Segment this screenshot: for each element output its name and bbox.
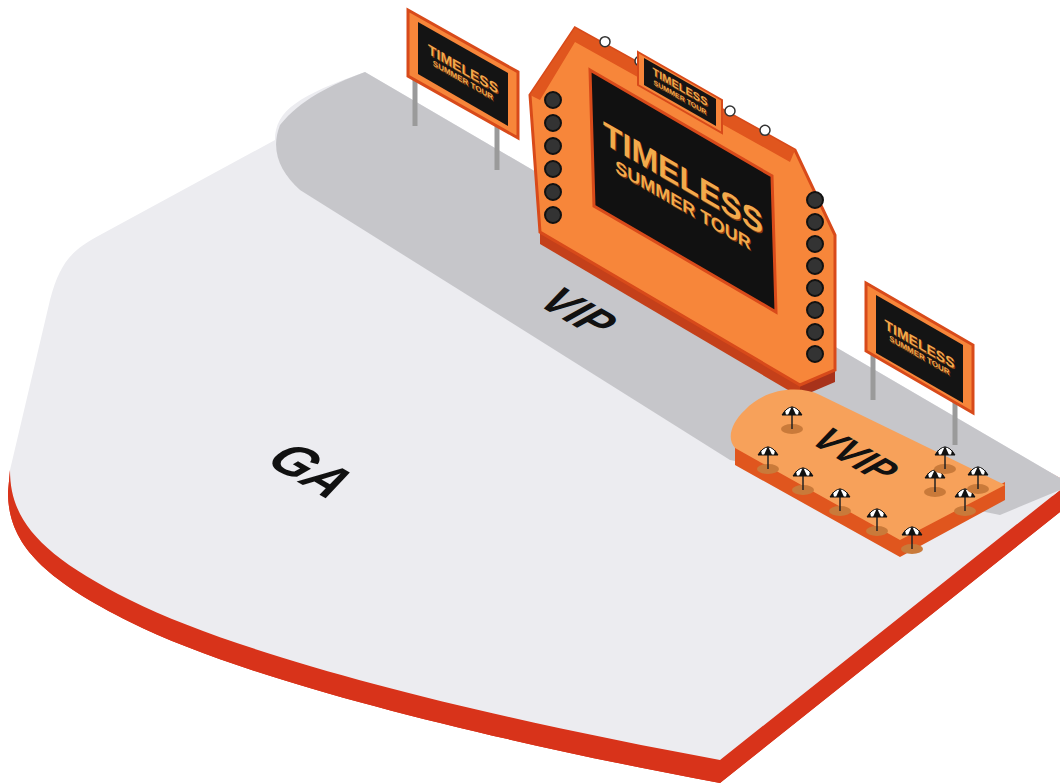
speaker xyxy=(545,115,561,131)
umbrella-stripe xyxy=(908,526,916,535)
sign-screen: TIMELESSSUMMER TOUR xyxy=(420,37,506,110)
umbrella-canopy xyxy=(758,447,778,455)
umbrella xyxy=(901,526,923,554)
umbrella-canopy xyxy=(793,468,813,476)
sign-screen xyxy=(418,22,508,126)
stage-top-sign: TIMELESSSUMMER TOUR xyxy=(646,62,714,120)
speaker xyxy=(807,236,823,252)
umbrella-stripe xyxy=(968,470,988,475)
umbrella xyxy=(792,467,814,495)
speaker xyxy=(807,324,823,340)
umbrella-canopy xyxy=(867,509,887,517)
umbrella-stripe xyxy=(867,512,887,517)
umbrella-stripe xyxy=(782,410,802,415)
top-sign-frame xyxy=(638,52,722,133)
sign-leg xyxy=(495,122,500,170)
speaker xyxy=(807,258,823,274)
umbrella xyxy=(934,446,956,474)
speaker xyxy=(545,138,561,154)
umbrella-stripe xyxy=(758,450,778,455)
umbrella-stripe xyxy=(836,488,844,497)
vvip-zone: VVIP xyxy=(800,420,910,490)
sign-frame xyxy=(866,283,973,413)
umbrella-stripe xyxy=(941,446,949,455)
platform-top xyxy=(731,390,1005,540)
stage-screen: TIMELESSSUMMER TOUR xyxy=(598,113,768,264)
sign-frame xyxy=(408,10,518,138)
umbrella-stripe xyxy=(935,450,955,455)
zone-label: VIP xyxy=(526,278,629,345)
umbrella-stripe xyxy=(764,446,772,455)
ga-zone: GA xyxy=(252,432,368,508)
speaker xyxy=(807,346,823,362)
umbrella xyxy=(866,508,888,536)
umbrella xyxy=(829,488,851,516)
speaker xyxy=(545,161,561,177)
vvip-platform xyxy=(731,390,1005,557)
stage-light xyxy=(760,125,770,135)
vip-zone: VIP xyxy=(526,278,629,345)
umbrella-stripe xyxy=(974,466,982,475)
zone-label: VVIP xyxy=(800,420,910,490)
light-group xyxy=(600,37,770,136)
speaker xyxy=(807,192,823,208)
sign-screen xyxy=(876,295,963,403)
speaker xyxy=(807,280,823,296)
speaker xyxy=(807,214,823,230)
left-sign xyxy=(408,10,518,170)
umbrella-group xyxy=(757,406,989,554)
speaker xyxy=(545,207,561,223)
speaker xyxy=(807,302,823,318)
umbrella-stripe xyxy=(902,530,922,535)
sign-leg xyxy=(953,400,958,445)
sign-leg xyxy=(413,76,418,126)
umbrella-stripe xyxy=(830,492,850,497)
umbrella-canopy xyxy=(830,489,850,497)
umbrella xyxy=(781,406,803,434)
umbrella-canopy xyxy=(935,447,955,455)
right-sign xyxy=(866,283,973,445)
speaker xyxy=(545,184,561,200)
stage-light xyxy=(600,37,610,47)
stage-light xyxy=(725,106,735,116)
umbrella xyxy=(967,466,989,494)
zone-label: GA xyxy=(252,432,368,508)
stage xyxy=(530,28,835,397)
umbrella-stripe xyxy=(793,471,813,476)
top-sign-screen xyxy=(644,58,716,126)
umbrella-stripe xyxy=(873,508,881,517)
sign-screen: TIMELESSSUMMER TOUR xyxy=(878,313,961,384)
umbrella-canopy xyxy=(782,407,802,415)
umbrella xyxy=(757,446,779,474)
zone-label: TIMELESS xyxy=(420,37,506,101)
umbrella-stripe xyxy=(799,467,807,476)
umbrella-stripe xyxy=(788,406,796,415)
umbrella-canopy xyxy=(968,467,988,475)
umbrella-canopy xyxy=(902,527,922,535)
zone-label: TIMELESS xyxy=(646,62,714,113)
speaker xyxy=(545,92,561,108)
